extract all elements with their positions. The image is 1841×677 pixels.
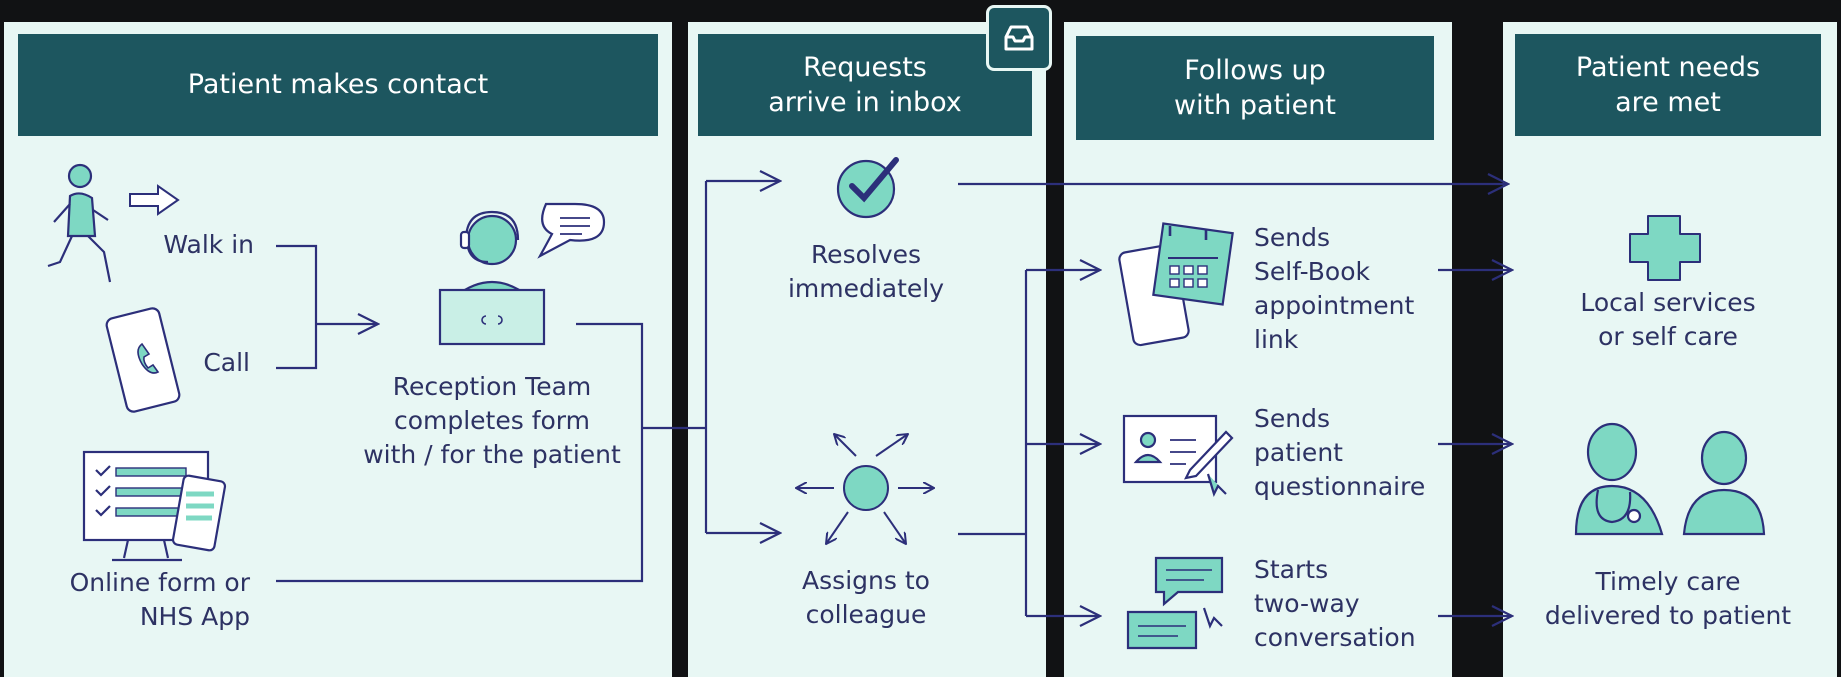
- reception-label: Reception Team completes form with / for…: [363, 372, 621, 469]
- resolves-label: Resolves immediately: [787, 240, 945, 303]
- connectors-contact: [276, 244, 706, 583]
- calendar-icon: [1118, 222, 1234, 347]
- connectors-inbox: [704, 181, 780, 533]
- inbox-icon: [986, 5, 1052, 71]
- online-form-label: Online form or NHS App: [69, 568, 250, 631]
- connectors-follow-up: [958, 270, 1100, 616]
- questionnaire-label: Sends patient questionnaire: [1254, 404, 1426, 501]
- call-label: Call: [203, 348, 250, 377]
- conversation-label: Starts two-way conversation: [1254, 555, 1416, 652]
- walk-in-label: Walk in: [163, 230, 254, 259]
- check-circle-icon: [836, 157, 899, 219]
- local-services-label: Local services or self care: [1580, 288, 1756, 351]
- patient-icon: [1682, 430, 1766, 536]
- selfbook-label: Sends Self-Book appointment link: [1254, 223, 1415, 354]
- assign-burst-icon: [796, 434, 934, 544]
- phone-icon: [105, 307, 181, 413]
- header-inbox: Requests arrive in inbox: [698, 34, 1032, 136]
- questionnaire-icon: [1122, 414, 1234, 497]
- chat-bubbles-icon: [1126, 556, 1224, 650]
- walking-person-icon: [47, 163, 112, 283]
- walk-arrow-icon: [129, 184, 180, 216]
- online-form-icon: [82, 450, 227, 562]
- plus-cross-icon: [1629, 215, 1701, 281]
- timely-care-label: Timely care delivered to patient: [1544, 567, 1792, 630]
- header-follow-up: Follows up with patient: [1076, 36, 1434, 140]
- receptionist-icon: [438, 202, 606, 346]
- header-patient-contact: Patient makes contact: [18, 34, 658, 136]
- header-needs-met: Patient needs are met: [1515, 34, 1821, 136]
- assigns-label: Assigns to colleague: [802, 566, 930, 629]
- clinician-icon: [1574, 422, 1664, 536]
- connectors-needs-met: [1438, 270, 1512, 616]
